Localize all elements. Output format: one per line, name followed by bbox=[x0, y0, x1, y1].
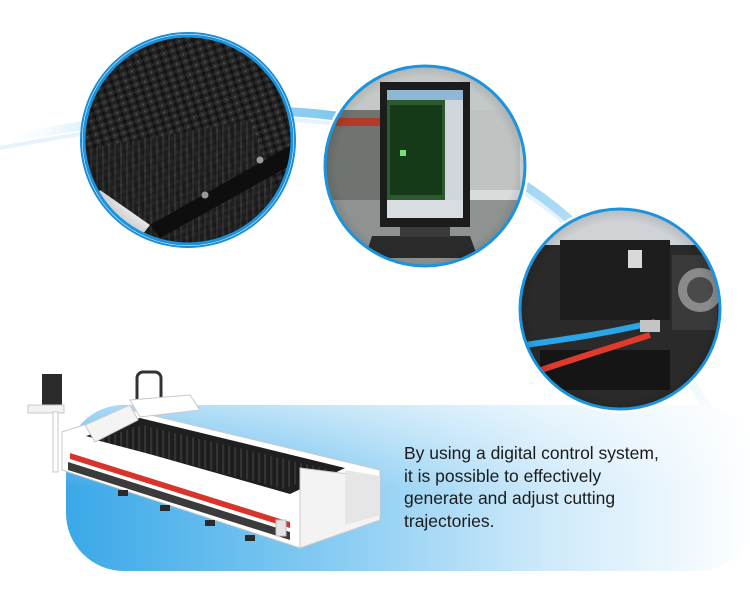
laser-cutting-machine bbox=[27, 370, 381, 549]
caption-line-2: it is possible to effectively bbox=[404, 465, 602, 486]
laser-head-closeup bbox=[516, 205, 724, 413]
caption-line-1: By using a digital control system, bbox=[404, 443, 659, 463]
honeycomb-bed-closeup bbox=[80, 32, 296, 248]
caption-line-4: trajectories. bbox=[404, 510, 495, 531]
caption-text: By using a digital control system, it is… bbox=[404, 442, 704, 532]
control-monitor-photo bbox=[321, 62, 529, 270]
caption-line-3: generate and adjust cutting bbox=[404, 488, 616, 508]
